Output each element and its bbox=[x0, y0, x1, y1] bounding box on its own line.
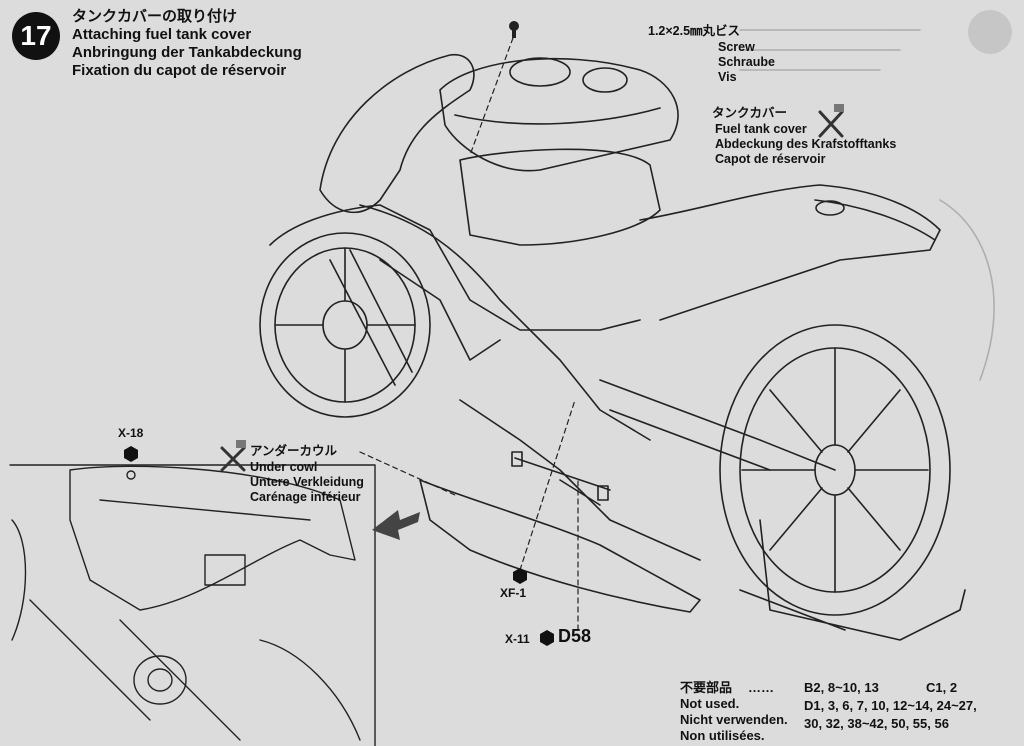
under-cowl-installed bbox=[419, 399, 701, 613]
tank-cover-label-jp: タンクカバー bbox=[712, 106, 788, 120]
screw-guide-line bbox=[469, 37, 514, 156]
step-title-en: Attaching fuel tank cover bbox=[72, 26, 252, 43]
inset-detail bbox=[9, 464, 376, 746]
not-used-de: Nicht verwenden. bbox=[680, 712, 788, 727]
not-used-en: Not used. bbox=[680, 696, 740, 711]
xf1-guide-line bbox=[519, 399, 576, 571]
hex-nut-icon bbox=[124, 446, 554, 646]
front-wheel bbox=[259, 232, 431, 418]
step-title-jp: タンクカバーの取り付け bbox=[72, 8, 238, 25]
screw-label-de: Schraube bbox=[718, 55, 775, 69]
part-tag-xf1: XF-1 bbox=[500, 586, 527, 600]
not-used-fr: Non utilisées. bbox=[680, 728, 765, 743]
not-used-dots: …… bbox=[748, 680, 774, 695]
tank-cover-label-de: Abdeckung des Krafstofftanks bbox=[715, 137, 897, 151]
no-paint-icon bbox=[220, 104, 844, 472]
screw-icon bbox=[509, 21, 519, 38]
part-tag-x18: X-18 bbox=[118, 426, 144, 440]
tank-cover-label-en: Fuel tank cover bbox=[715, 122, 807, 136]
not-used-parts-d1: D1, 3, 6, 7, 10, 12~14, 24~27, bbox=[804, 698, 977, 713]
tank-cover-label-fr: Capot de réservoir bbox=[715, 152, 826, 166]
under-cowl-label-jp: アンダーカウル bbox=[250, 444, 338, 458]
under-cowl-label-en: Under cowl bbox=[250, 460, 318, 474]
step-badge: 17 bbox=[12, 12, 60, 60]
screw-spec: 1.2×2.5㎜丸ビス bbox=[648, 24, 741, 38]
screw-label-en: Screw bbox=[718, 40, 755, 54]
screw-label-fr: Vis bbox=[718, 70, 737, 84]
not-used-parts-c: C1, 2 bbox=[926, 680, 958, 695]
under-cowl-label-fr: Carénage inférieur bbox=[250, 490, 361, 504]
part-tag-x11: X-11 bbox=[505, 632, 530, 646]
under-cowl-label-de: Untere Verkleidung bbox=[250, 475, 364, 489]
not-used-parts-d2: 30, 32, 38~42, 50, 55, 56 bbox=[804, 716, 949, 731]
faded-neighbour-page bbox=[739, 10, 1012, 381]
step-title-fr: Fixation du capot de réservoir bbox=[72, 62, 287, 79]
not-used-jp: 不要部品 bbox=[680, 680, 733, 695]
fuel-tank-cover bbox=[439, 57, 679, 172]
part-tag-d58: D58 bbox=[558, 626, 592, 646]
rear-wheel bbox=[719, 324, 951, 616]
arrow-icon bbox=[372, 510, 420, 540]
not-used-parts-b: B2, 8~10, 13 bbox=[804, 680, 879, 695]
step-title-de: Anbringung der Tankabdeckung bbox=[72, 44, 302, 61]
